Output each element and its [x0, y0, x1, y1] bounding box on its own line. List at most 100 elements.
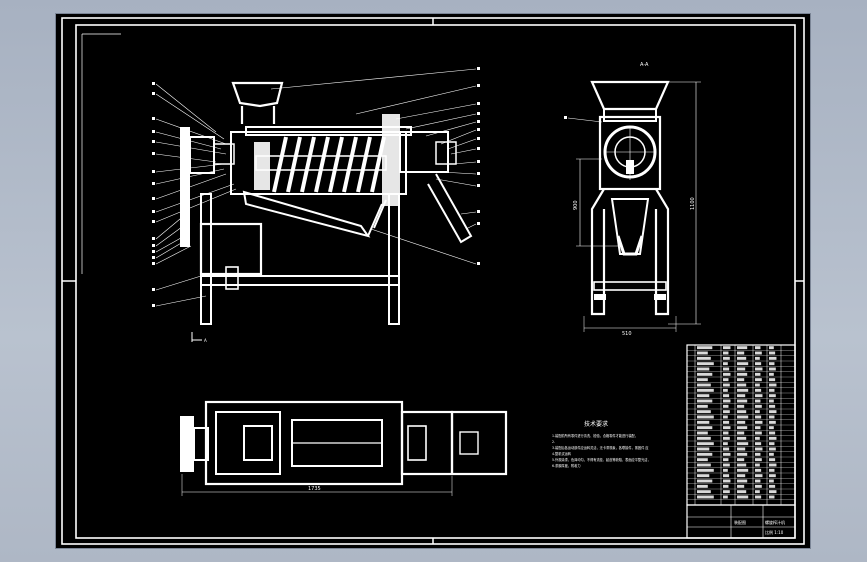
- parts-list-cell-text: [755, 367, 763, 371]
- dim-side-width: 510: [622, 331, 632, 337]
- parts-list-cell-text: [769, 404, 776, 408]
- parts-list-cell-text: [737, 490, 747, 494]
- parts-list-cell-text: [737, 426, 748, 430]
- parts-list-cell-text: [755, 378, 762, 382]
- discharge-chute: [427, 173, 473, 244]
- top-inner-left: [215, 411, 281, 475]
- parts-list-cell-text: [723, 404, 729, 408]
- parts-list-cell-text: [769, 447, 776, 451]
- requirement-line: 1.装配前所有零件进行清洗、检验，合格零件才能进行装配，: [552, 433, 638, 438]
- parts-list-cell-text: [737, 458, 745, 462]
- parts-list-cell-text: [697, 383, 711, 387]
- side-base-plate: [593, 281, 667, 291]
- part-number-markers-left: [152, 82, 155, 307]
- side-outlet: [616, 235, 644, 256]
- parts-list-cell-text: [769, 351, 776, 355]
- parts-list-cell-text: [697, 404, 708, 408]
- parts-list-cell-text: [755, 458, 762, 462]
- parts-list-cell-text: [769, 367, 776, 371]
- parts-list-cell-text: [769, 463, 777, 467]
- requirement-line: 4.整机试运转: [552, 451, 572, 456]
- parts-list-cell-text: [697, 410, 711, 414]
- parts-list-cell-text: [697, 367, 710, 371]
- juice-trough: [242, 190, 371, 238]
- parts-list-cell-text: [755, 431, 762, 435]
- parts-list-cell-text: [755, 388, 762, 392]
- parts-list-cell-text: [723, 399, 731, 403]
- parts-list-cell-text: [737, 484, 745, 488]
- parts-list: [686, 344, 796, 506]
- parts-list-cell-text: [723, 474, 730, 478]
- frame-leg-right: [388, 193, 400, 325]
- requirement-line: 5.外观涂漆，色泽均匀，不得有流挂、起皮等缺陷，表面应平整光洁，: [552, 457, 651, 462]
- parts-list-cell-text: [769, 479, 774, 483]
- parts-list-cell-text: [755, 356, 760, 360]
- parts-list-cell-text: [737, 367, 746, 371]
- parts-list-cell-text: [723, 431, 729, 435]
- motor: [199, 222, 263, 276]
- technical-requirements: 技术要求 1.装配前所有零件进行清洗、检验，合格零件才能进行装配， 2. 3.装…: [552, 420, 651, 468]
- parts-list-cell-text: [737, 420, 746, 424]
- top-end-block: [400, 410, 454, 476]
- parts-list-cell-text: [697, 479, 713, 483]
- drawing-sheet: A A-A 1100 900: [56, 14, 810, 548]
- parts-list-cell-text: [755, 383, 760, 387]
- parts-list-cell-text: [755, 404, 762, 408]
- requirements-title: 技术要求: [584, 420, 608, 428]
- parts-list-cell-text: [755, 436, 760, 440]
- parts-list-cell-text: [755, 495, 762, 499]
- parts-list-cell-text: [697, 495, 714, 499]
- title-block: 螺旋榨汁机 装配图 比例 1:10: [686, 504, 796, 539]
- parts-list-cell-text: [723, 420, 730, 424]
- parts-list-cell-text: [697, 431, 708, 435]
- top-bearing: [407, 425, 427, 461]
- parts-list-cell-text: [723, 388, 728, 392]
- side-hopper-neck: [603, 108, 657, 122]
- side-frame: [590, 188, 670, 316]
- parts-list-cell-text: [723, 362, 728, 366]
- parts-list-cell-text: [723, 458, 729, 462]
- parts-list-cell-text: [697, 436, 711, 440]
- parts-list-cell-text: [737, 383, 747, 387]
- parts-list-cell-text: [769, 378, 776, 382]
- parts-list-cell-text: [723, 490, 730, 494]
- parts-list-cell-text: [723, 367, 730, 371]
- parts-list-cell-text: [755, 410, 760, 414]
- parts-list-cell-text: [769, 495, 775, 499]
- top-view: 1735: [180, 400, 508, 496]
- parts-list-cell-text: [737, 399, 748, 403]
- parts-list-cell-text: [755, 484, 762, 488]
- parts-list-cell-text: [697, 490, 711, 494]
- parts-list-cell-text: [723, 346, 731, 350]
- outer-frame: [61, 17, 805, 545]
- top-hopper: [243, 425, 273, 461]
- top-motor-shaft: [459, 431, 479, 455]
- parts-list-cell-text: [697, 458, 708, 462]
- parts-list-cell-text: [737, 463, 747, 467]
- side-funnel: [610, 198, 650, 255]
- parts-list-cell-text: [769, 346, 774, 350]
- parts-list-cell-text: [697, 447, 710, 451]
- parts-list-cell-text: [723, 484, 729, 488]
- parts-list-cell-text: [697, 378, 708, 382]
- parts-list-cell-text: [769, 399, 774, 403]
- parts-list-cell-text: [723, 372, 731, 376]
- parts-list-cell-text: [755, 346, 761, 350]
- requirement-line: 3.装配后各运动部件应运转灵活，无卡滞现象，各联接件，紧固件 应: [552, 445, 649, 450]
- parts-list-cell-text: [755, 372, 761, 376]
- drawing-name: 螺旋榨汁机: [765, 519, 785, 525]
- parts-list-cell-text: [697, 394, 710, 398]
- parts-list-cell-text: [723, 436, 730, 440]
- parts-list-cell-text: [769, 431, 776, 435]
- top-hub: [193, 427, 209, 461]
- parts-list-cell-text: [697, 463, 711, 467]
- parts-list-cell-text: [755, 452, 761, 456]
- parts-list-cell-text: [723, 463, 730, 467]
- parts-list-cell-text: [723, 495, 728, 499]
- parts-list-cell-text: [769, 458, 776, 462]
- parts-list-cell-text: [755, 490, 760, 494]
- parts-list-cell-text: [723, 479, 731, 483]
- trough-outlet: [367, 199, 387, 237]
- parts-list-cell-text: [737, 436, 747, 440]
- parts-list-cell-text: [737, 495, 749, 499]
